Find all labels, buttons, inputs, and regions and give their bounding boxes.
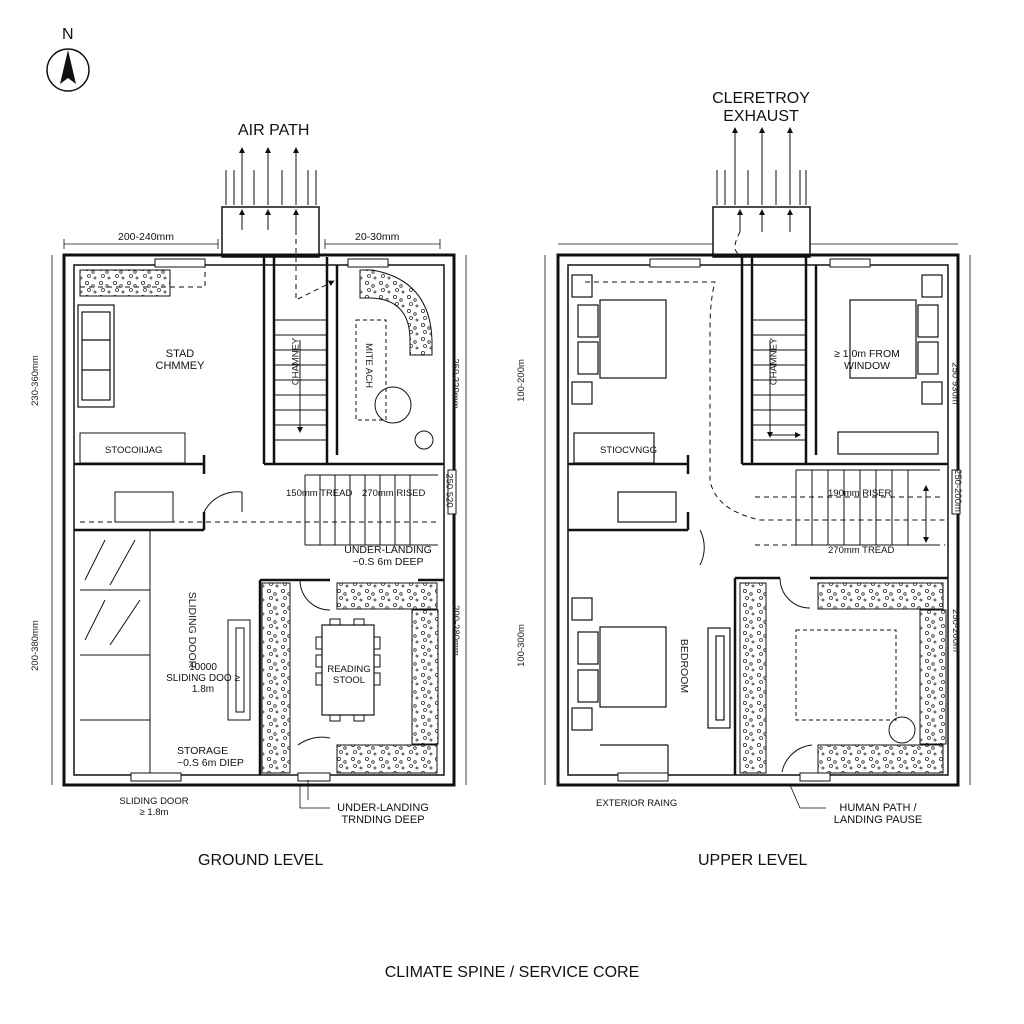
- ground-dim-right-upper: 250 220mm: [449, 358, 461, 409]
- ground-under-landing: UNDER-LANDING ~0.S 6m DEEP: [344, 544, 432, 568]
- north-arrow-icon: [46, 48, 90, 92]
- upper-riser: 190mm RISER: [828, 488, 892, 499]
- upper-dim-left-lower: 100-300m: [515, 624, 527, 667]
- ground-stair-label: CHAMNEY: [290, 337, 302, 386]
- upper-exhaust-label: CLERETROY EXHAUST: [712, 90, 810, 125]
- footer-caption: CLIMATE SPINE / SERVICE CORE: [384, 964, 640, 981]
- ground-tread: 150mm TREAD: [286, 488, 353, 499]
- upper-window-note: ≥ 1.0m FROM WINDOW: [834, 348, 900, 372]
- upper-dim-right-upper: 250 930m: [949, 362, 961, 405]
- upper-dim-right-lower: 250-200m: [949, 609, 961, 652]
- ground-storage: STORAGE ~0.S 6m DIEP: [177, 745, 244, 769]
- ground-sliding-door: SLIDING DOOR ≥ 1.8m: [119, 796, 189, 818]
- upper-level-plan: [544, 127, 971, 809]
- upper-stair-label: CHAMNEY: [768, 337, 780, 386]
- ground-sliding-center: 10000 SLIDING DOO ≥ 1.8m: [166, 662, 240, 695]
- upper-level-title: UPPER LEVEL: [698, 852, 808, 869]
- upper-dim-right-mid: 250-200m: [951, 469, 963, 512]
- ground-dim-top-right: 20-30mm: [355, 231, 400, 243]
- ground-dim-top-left: 200-240mm: [118, 231, 175, 243]
- upper-tread: 270mm TREAD: [828, 545, 895, 556]
- ground-reading-stool: READING STOOL: [327, 664, 371, 686]
- ground-air-path-label: AIR PATH: [238, 122, 310, 139]
- upper-storage-strip: STIOCVNGG: [600, 445, 658, 456]
- north-label: N: [62, 26, 74, 43]
- ground-dim-stair-right: 250 520: [443, 473, 455, 508]
- ground-level-title: GROUND LEVEL: [198, 852, 324, 869]
- ground-riser: 270mm RISED: [362, 488, 426, 499]
- upper-exterior: EXTERIOR RAING: [596, 798, 678, 809]
- ground-dim-right-lower: 200-280mm: [449, 605, 461, 656]
- ground-room-stad: STAD CHMMEY: [155, 348, 205, 372]
- ground-dim-left-upper: 230-360mm: [29, 355, 41, 406]
- ground-storage-strip: STOCOIIJAG: [105, 445, 163, 456]
- upper-bedroom-side: BEDROOM: [678, 638, 691, 694]
- ground-dim-left-lower: 200-380mm: [29, 620, 41, 671]
- ground-mite-ach: MITE ACH: [362, 343, 374, 388]
- ground-sliding-side: SLIDING DOOR: [186, 591, 199, 669]
- upper-dim-left-upper: 100-200m: [515, 359, 527, 402]
- upper-callout: HUMAN PATH / LANDING PAUSE: [833, 802, 923, 826]
- ground-callout: UNDER-LANDING TRNDING DEEP: [337, 802, 429, 826]
- ground-level-plan: [51, 147, 467, 809]
